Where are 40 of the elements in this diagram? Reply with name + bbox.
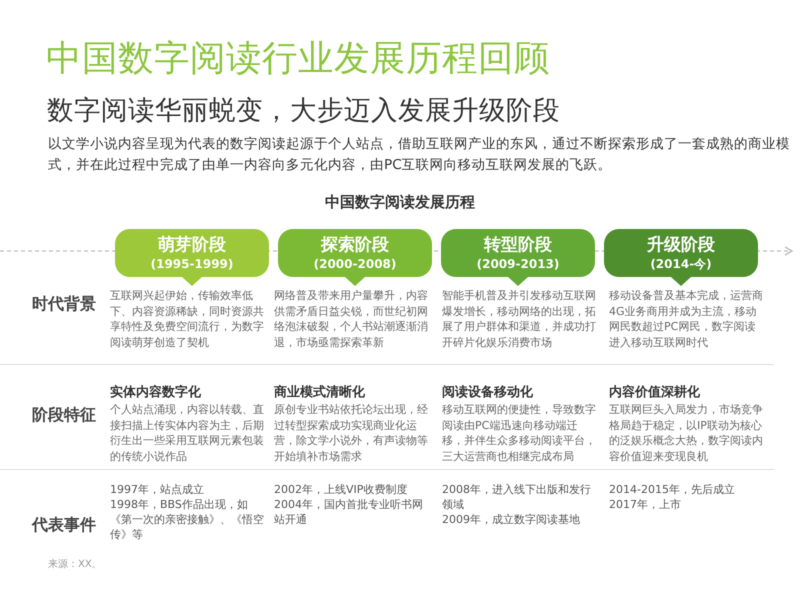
- cell-text: 移动设备普及基本完成，运营商4G业务商用并成为主流，移动网民数超过PC网民，数字阅读进入移动互联网时代: [609, 288, 764, 350]
- stage-name: 萌芽阶段: [158, 234, 226, 256]
- cell-text: 个人站点涌现，内容以转载、直接扫描上传实体内容为主，后期衍生出一些采用互联网元素包装的传统小说作品: [110, 402, 265, 464]
- chart-title: 中国数字阅读发展历程: [325, 192, 475, 213]
- cell-text: 互联网巨头入局发力，市场竞争格局趋于稳定，以IP联动为核心的泛娱乐概念大热，数字阅读内容价值迎来变现良机: [609, 402, 764, 464]
- row-heading: 代表事件: [32, 514, 96, 536]
- stage-name: 探索阶段: [321, 234, 389, 256]
- event-text: 2008年，进入线下出版和发行领域: [442, 482, 592, 512]
- event-text: 2004年，国内首批专业听书网站开通: [274, 497, 424, 527]
- stage-banner: [115, 229, 269, 286]
- intro-paragraph: 以文学小说内容呈现为代表的数字阅读起源于个人站点，借助互联网产业的东风，通过不断探索形成了一套成熟的商业模式，并在此过程中完成了由单一内容向多元化内容，由PC互联网向移动互联网发展的飞跃。: [48, 135, 790, 175]
- page-title: 中国数字阅读行业发展历程回顾: [46, 37, 550, 81]
- cell-heading: 实体内容数字化: [110, 384, 201, 402]
- cell-heading: 内容价值深耕化: [609, 384, 700, 402]
- row-heading: 时代背景: [32, 293, 96, 315]
- stage-years: (1995-1999): [150, 256, 234, 272]
- event-text: 2009年，成立数字阅读基地: [442, 512, 581, 527]
- cell-heading: 阅读设备移动化: [442, 384, 533, 402]
- subtitle: 数字阅读华丽蜕变，大步迈入发展升级阶段: [47, 94, 560, 128]
- cell-text: 互联网兴起伊始，传输效率低下、内容资源稀缺，同时资源共享特性及免费空间流行，为数字阅读萌芽创造了契机: [110, 288, 265, 350]
- stage-years: (2009-2013): [476, 256, 560, 272]
- event-text: 2017年，上市: [609, 497, 682, 512]
- cell-heading: 商业模式清晰化: [274, 384, 365, 402]
- event-text: 2014-2015年，先后成立: [609, 482, 736, 497]
- stage-banner: [441, 229, 595, 286]
- cell-text: 移动互联网的便捷性，导致数字阅读由PC端迅速向移动端迁移，并伴生众多移动阅读平台，三大运营商也相继完成布局: [442, 402, 597, 464]
- stage-name: 升级阶段: [647, 234, 715, 256]
- stage-years: (2000-2008): [314, 256, 396, 272]
- cell-text: 网络普及带来用户量攀升，内容供需矛盾日益尖锐，而世纪初网络泡沫破裂，个人书站潮逐渐消退，市场亟需探索革新: [274, 288, 429, 350]
- stage-years: (2014-今): [650, 256, 712, 272]
- source-note: 来源：XX。: [48, 558, 102, 572]
- cell-text: 智能手机普及并引发移动互联网爆发增长，移动网络的出现，拓展了用户群体和渠道，并成功打开碎片化娱乐消费市场: [442, 288, 597, 350]
- event-text: 2002年，上线VIP收费制度: [274, 482, 408, 497]
- stage-banner: [604, 229, 758, 286]
- stage-banner: [278, 229, 432, 286]
- stage-name: 转型阶段: [484, 234, 552, 256]
- event-text: 1997年，站点成立: [110, 482, 205, 497]
- cell-text: 原创专业书站依托论坛出现，经过转型探索成功实现商业化运营，除文学小说外，有声读物等开始填补市场需求: [274, 402, 429, 464]
- event-text: 1998年，BBS作品出现，如《第一次的亲密接触》、《悟空传》等: [110, 497, 265, 542]
- row-heading: 阶段特征: [32, 404, 96, 426]
